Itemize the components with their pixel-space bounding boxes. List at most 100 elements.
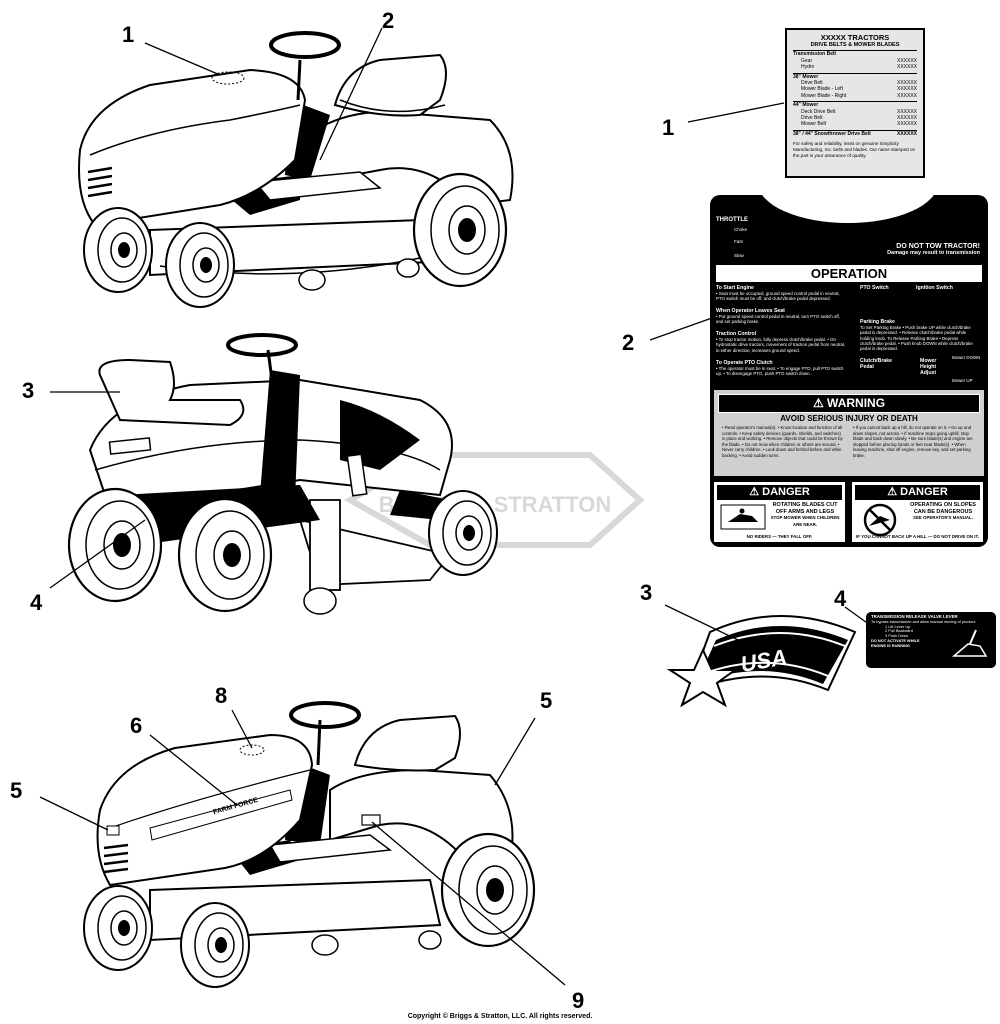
mower-down-label: Mower DOWN (952, 355, 981, 360)
callout-1-right: 1 (662, 115, 675, 140)
ignition-switch-label: Ignition Switch (916, 285, 953, 291)
callout-4-middle: 4 (30, 590, 43, 615)
decal1-row-value: XXXXXX (896, 130, 917, 137)
traction-block: Traction Control • To stop tractor motio… (716, 331, 848, 353)
pto-title: To Operate PTO Clutch (716, 360, 773, 366)
no-riders-icon (863, 503, 897, 537)
callout-6-bottom: 6 (130, 713, 143, 738)
decal4-step-1: 1 Lift Lever Up (885, 623, 911, 629)
throttle-choke: Choke (734, 227, 748, 232)
decal1-row: Mower Blade - Left XXXXXX (793, 86, 917, 92)
decal1-row-label: Mower Belt (801, 121, 827, 128)
danger-blades-panel: ⚠ DANGER ROTATING BLADES CUT OFF ARMS AN… (714, 482, 845, 542)
transmission-release-decal: TRANSMISSION RELEASE VALVE LEVER To bypa… (866, 612, 996, 668)
warning-subheading: AVOID SERIOUS INJURY OR DEATH (780, 414, 918, 423)
tow-title: DO NOT TOW TRACTOR! (896, 243, 980, 250)
danger-blades-heading: ⚠ DANGER (716, 484, 843, 501)
decal1-row: 44" Mower (793, 101, 917, 108)
clutch-brake-label: Clutch/Brake Pedal (860, 358, 892, 371)
decal1-row: Transmission Belt (793, 50, 917, 57)
parking-brake-text: To Set Parking Brake • Push brake UP whi… (860, 325, 973, 352)
warning-panel: ⚠ WARNING AVOID SERIOUS INJURY OR DEATH … (714, 390, 984, 476)
decal1-row-label: 44" Mower (793, 102, 819, 109)
decal1-row-value: XXXXXX (896, 86, 917, 93)
callout-3-right: 3 (640, 580, 653, 605)
warning-left-list: • Read operator's manual(s). • Know loca… (722, 425, 843, 458)
decal1-row-value: XXXXXX (896, 121, 917, 128)
decal1-row: Gear XXXXXX (793, 58, 917, 64)
tractor-middle-illustration (67, 333, 498, 615)
danger-slopes-text: OPERATING ON SLOPES CAN BE DANGEROUS SEE… (910, 502, 976, 520)
decal4-warning: DO NOT ACTIVATE WHILE ENGINE IS RUNNING (871, 637, 920, 648)
decal1-footer: For safety and reliability, insist on ge… (793, 141, 916, 158)
start-engine-block: To Start Engine • Seat must be occupied,… (716, 285, 848, 302)
parking-brake-block: Parking Brake To Set Parking Brake • Pus… (860, 319, 980, 351)
traction-text: • To stop tractor motion, fully depress … (716, 337, 846, 353)
usa-flag-decal: USA (666, 615, 857, 708)
decal1-row-label: Hydro (801, 64, 815, 71)
decal1-title: XXXXX TRACTORS (820, 33, 890, 42)
decal1-row-label: Transmission Belt (793, 51, 837, 58)
do-not-tow-notice: DO NOT TOW TRACTOR! Damage may result to… (887, 243, 980, 256)
leave-seat-block: When Operator Leaves Seat • Put ground s… (716, 308, 848, 325)
decal1-row-label: Drive Belt (801, 80, 823, 87)
decal1-row-value: XXXXXX (896, 57, 917, 64)
decal1-row-value: XXXXXX (896, 64, 917, 71)
callout-4-right: 4 (834, 586, 847, 611)
decal1-row-label: Mower Blade - Right (801, 92, 847, 99)
warning-heading: ⚠ WARNING (718, 394, 980, 413)
callout-5-bottom-right: 5 (540, 688, 553, 713)
callout-5-bottom-left: 5 (10, 778, 23, 803)
decal1-row-value: XXXXXX (896, 92, 917, 99)
decal1-row-label: Gear (801, 57, 813, 64)
decal1-row-label: 38" / 44" Snowthrower Drive Belt (793, 130, 871, 137)
mower-up-label: Mower UP (952, 378, 973, 383)
leader-lines (39, 27, 871, 986)
danger-blades-text: ROTATING BLADES CUT OFF ARMS AND LEGS ST… (770, 502, 840, 527)
throttle-slow: Slow (734, 253, 744, 258)
throttle-fast: Fast (734, 239, 743, 244)
danger-blades-note: NO RIDERS — THEY FALL OFF. (746, 534, 813, 539)
pto-block: To Operate PTO Clutch • The operator mus… (716, 360, 848, 377)
decal1-row: Hydro XXXXXX (793, 64, 917, 70)
decal1-subtitle: DRIVE BELTS & MOWER BLADES (810, 42, 900, 48)
pto-text: • The operator must be in seat. • To eng… (716, 366, 844, 377)
danger-slopes-heading: ⚠ DANGER (854, 484, 981, 501)
callout-1-top: 1 (122, 22, 135, 47)
start-engine-title: To Start Engine (716, 285, 754, 291)
danger-slopes-note: IF YOU CANNOT BACK UP A HILL — DO NOT DR… (856, 534, 979, 539)
tractor-top-illustration (78, 31, 514, 308)
decal1-row-label: Drive Belt (801, 115, 823, 122)
pto-switch-label: PTO Switch (860, 285, 889, 291)
callout-3-middle: 3 (22, 378, 35, 403)
blade-hazard-icon (720, 504, 766, 530)
decal2-top-notch (758, 195, 938, 223)
decal4-instruction: To bypass transmission and allow manual … (871, 618, 976, 624)
tow-subtitle: Damage may result to transmission (887, 250, 980, 256)
throttle-label: THROTTLE (716, 217, 748, 223)
leave-seat-text: • Put ground speed control pedal in neut… (716, 314, 840, 325)
leave-seat-title: When Operator Leaves Seat (716, 308, 785, 314)
decal4-step-2: 2 Pull Backward (885, 628, 913, 634)
decal1-row-label: Mower Blade - Left (801, 86, 843, 93)
warning-right-list: • If you cannot back up a hill, do not o… (853, 425, 973, 458)
decal1-row-value: XXXXXX (896, 108, 917, 115)
mower-height-label: Mower Height Adjust (920, 358, 937, 377)
copyright-notice: Copyright © Briggs & Stratton, LLC. All … (407, 1013, 593, 1020)
decal1-row-value: XXXXXX (896, 115, 917, 122)
decal1-row: Mower Blade - Right XXXXXX (793, 93, 917, 99)
decal4-step-3: 3 Push Down (885, 633, 909, 639)
decal1-row-label: 38" Mower (793, 73, 819, 80)
decal1-row: Mower Belt XXXXXX (793, 121, 917, 127)
release-lever-icon (951, 629, 988, 657)
operation-warning-decal: THROTTLE Choke Fast Slow DO NOT TOW TRAC… (710, 195, 988, 547)
belt-blade-parts-decal: XXXXX TRACTORS DRIVE BELTS & MOWER BLADE… (785, 28, 925, 178)
danger-slopes-panel: ⚠ DANGER OPERATING ON SLOPES CAN BE DANG… (852, 482, 983, 542)
decal1-row: Drive Belt XXXXXX (793, 115, 917, 121)
tractor-bottom-illustration: FARM FORCE (83, 701, 536, 988)
callout-2-top: 2 (382, 8, 395, 33)
decal1-row: 38" Mower (793, 72, 917, 80)
